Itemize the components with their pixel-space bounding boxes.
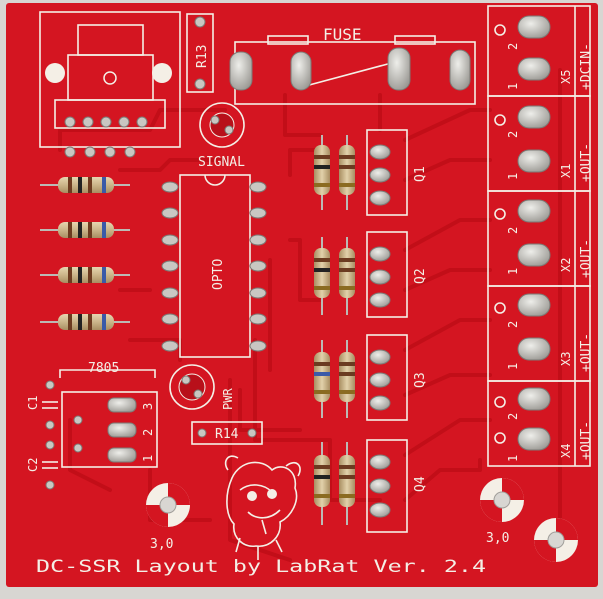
signal-label: SIGNAL [198,155,245,170]
x4-pin-1: 1 [506,455,520,462]
x2-id: X2 [559,258,573,272]
x4-pin-2: 2 [506,413,520,420]
x1-label: +OUT- [579,143,594,182]
opto-label: OPTO [211,259,226,290]
transistor-stages: Q1 Q2 Q3 [314,129,428,533]
x2-pin-2: 2 [506,227,520,234]
x5-pin-1: 1 [506,83,520,90]
resistor [40,267,130,283]
power-led: PWR [169,364,235,410]
resistor-bank-left [40,177,130,330]
x2-label: +OUT- [579,239,594,278]
connector-x1: 2 1 X1 +OUT- [494,105,594,182]
connector-x3: 2 1 X3 +OUT- [494,293,594,372]
x1-id: X1 [559,164,573,178]
x5-label: +DCIN- [579,43,594,90]
x4-id: X4 [559,444,573,458]
terminal-connectors: 2 1 X5 +DCIN- 2 1 X1 +OUT- 2 1 X2 +OUT- [487,5,594,467]
resistor [40,177,130,193]
transistor-stage-q1: Q1 [314,129,428,216]
capacitor-c1: C1 [26,380,58,430]
rj45-jack-outline [39,11,181,158]
regulator-pin-2: 2 [141,429,155,436]
c1-label: C1 [26,396,40,410]
regulator-7805: 7805 3 2 1 [59,361,158,468]
x3-id: X3 [559,352,573,366]
regulator-pin-3: 3 [141,403,155,410]
x5-pin-2: 2 [506,43,520,50]
r13-label: R13 [195,45,210,68]
resistor [40,222,130,238]
q3-label: Q3 [413,372,428,388]
q2-label: Q2 [413,268,428,284]
x3-pin-2: 2 [506,321,520,328]
connector-x4: 2 1 X4 +OUT- [494,387,594,462]
q4-label: Q4 [413,476,428,492]
signal-led: SIGNAL [198,102,245,170]
opto-pins [161,181,267,352]
x2-pin-1: 1 [506,268,520,275]
x3-label: +OUT- [579,333,594,372]
x1-pin-2: 2 [506,131,520,138]
mount-hole-right-label: 3,0 [486,531,509,546]
fuse-label: FUSE [323,25,362,44]
resistor-r14: R14 [191,421,263,445]
copper-traces [58,68,562,562]
capacitor-c2: C2 [26,440,58,490]
pwr-label: PWR [221,388,235,410]
x3-pin-1: 1 [506,363,520,370]
transistor-stage-q3: Q3 [314,334,428,421]
r14-label: R14 [215,427,239,442]
fuse-holder: FUSE [229,25,476,105]
opto-ic: OPTO [161,174,267,358]
connector-x2: 2 1 X2 +OUT- [494,199,594,278]
q1-label: Q1 [413,166,428,182]
c2-label: C2 [26,458,40,472]
x5-id: X5 [559,70,573,84]
mount-hole-right: 3,0 [480,478,524,546]
x4-label: +OUT- [579,421,594,460]
transistor-stage-q2: Q2 [314,231,428,318]
footer-text: DC-SSR Layout by LabRat Ver. 2.4 [36,557,486,577]
resistor-r13: R13 [186,13,214,93]
regulator-label: 7805 [88,361,119,376]
mount-hole-left-label: 3,0 [150,537,173,552]
mount-hole-left: 3,0 [146,483,190,552]
x1-pin-1: 1 [506,173,520,180]
labrat-mascot-logo [224,455,301,560]
connector-x5: 2 1 X5 +DCIN- [494,15,594,90]
resistor [40,314,130,330]
mount-hole-corner [534,518,578,562]
transistor-stage-q4: Q4 [314,439,428,533]
regulator-pin-1: 1 [141,455,155,462]
